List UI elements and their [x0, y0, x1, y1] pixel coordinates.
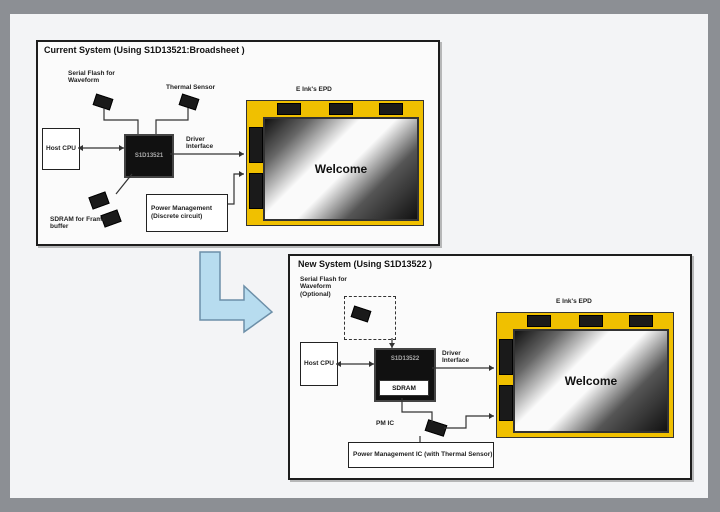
current-controller-chip: S1D13521 [124, 134, 174, 178]
new-connection-lines [336, 338, 494, 442]
current-system-title: Current System (Using S1D13521:Broadshee… [44, 45, 245, 55]
current-connection-lines [78, 108, 244, 205]
new-host-cpu-box: Host CPU [300, 342, 338, 386]
current-epd-label: E Ink's EPD [296, 86, 332, 93]
new-epd-driver-left-2 [499, 385, 513, 421]
new-controller-chip: S1D13522 [390, 356, 420, 362]
new-epd-driver-top-3 [629, 315, 653, 327]
new-epd-screen: Welcome [513, 329, 669, 433]
new-epd-driver-top-1 [527, 315, 551, 327]
new-serial-flash-dashed-box [344, 296, 396, 340]
current-thermal-sensor-label: Thermal Sensor [166, 84, 216, 91]
current-driver-interface-label: Driver Interface [186, 136, 214, 151]
current-serial-flash-label: Serial Flash for Waveform [68, 70, 115, 85]
current-epd-driver-top-2 [329, 103, 353, 115]
current-welcome-text: Welcome [314, 162, 368, 176]
current-epd-driver-top-3 [379, 103, 403, 115]
current-epd-screen: Welcome [263, 117, 419, 221]
current-system-panel: Current System (Using S1D13521:Broadshee… [36, 40, 440, 246]
current-epd-driver-top-1 [277, 103, 301, 115]
new-system-panel: New System (Using S1D13522 ) Serial Flas… [288, 254, 692, 480]
new-epd-panel: Welcome [496, 312, 674, 438]
current-epd-panel: Welcome [246, 100, 424, 226]
current-power-management-box: Power Management (Discrete circuit) [146, 194, 228, 232]
new-welcome-text: Welcome [564, 374, 618, 388]
new-system-title: New System (Using S1D13522 ) [298, 259, 433, 269]
transition-arrow-icon [199, 251, 274, 334]
new-power-management-box: Power Management IC (with Thermal Sensor… [348, 442, 494, 468]
current-epd-driver-left-1 [249, 127, 263, 163]
new-epd-label: E Ink's EPD [556, 298, 592, 305]
new-controller-module: S1D13522 SDRAM [374, 348, 436, 402]
new-serial-flash-label: Serial Flash for Waveform (Optional) [300, 276, 347, 298]
new-sdram-block: SDRAM [379, 380, 429, 396]
new-epd-driver-top-2 [579, 315, 603, 327]
new-epd-driver-left-1 [499, 339, 513, 375]
current-epd-driver-left-2 [249, 173, 263, 209]
new-pmic-label: PM IC [376, 420, 395, 427]
current-host-cpu-box: Host CPU [42, 128, 80, 170]
new-driver-interface-label: Driver Interface [442, 350, 470, 365]
current-sdram-label: SDRAM for Frame buffer [50, 216, 106, 231]
